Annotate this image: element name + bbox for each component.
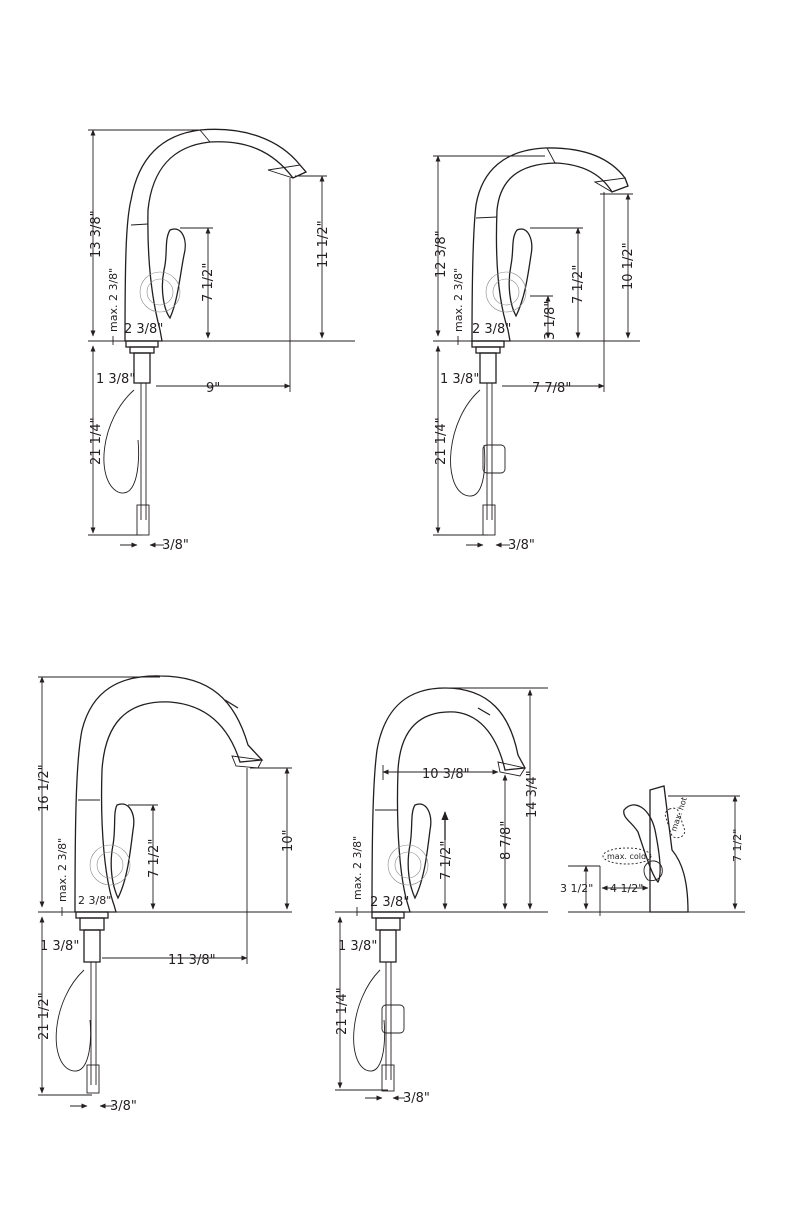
- dim-handle-clearance: max. 2 3/8": [452, 268, 465, 332]
- dim-lever-reach: 4 1/2": [610, 882, 643, 895]
- dim-handle-clearance: max. 2 3/8": [56, 838, 69, 902]
- dim-spout-height: 10 1/2": [621, 242, 636, 290]
- dim-height-total: 14 3/4": [525, 770, 540, 818]
- dim-height-total: 12 3/8": [434, 230, 449, 278]
- dim-supply-diameter: 3/8": [162, 538, 189, 553]
- dim-base-diameter: 2 3/8": [124, 322, 163, 337]
- dim-lever-height: 3 1/2": [560, 882, 593, 895]
- faucet-drawing-top-right: 12 3/8" max. 2 3/8" 10 1/2" 7 1/2" 3 1/8…: [433, 147, 640, 553]
- dim-handle-height: 7 1/2": [571, 265, 586, 304]
- dim-supply-diameter: 3/8": [508, 538, 535, 553]
- faucet-drawing-top-left: 13 3/8" max. 2 3/8" 11 1/2" 7 1/2" 2 3/8…: [88, 128, 355, 553]
- handle-detail-bottom-right: max. cold max. hot 7 1/2" 3 1/2" 4 1/2": [560, 785, 745, 916]
- dim-spout-height: 11 1/2": [316, 220, 331, 268]
- dim-hose-length: 21 1/4": [335, 987, 350, 1035]
- dim-handle-height: 7 1/2": [201, 263, 216, 302]
- dim-shank-width: 1 3/8": [40, 939, 79, 954]
- dim-shank-width: 1 3/8": [338, 939, 377, 954]
- dim-shank-width: 1 3/8": [440, 372, 479, 387]
- dim-hose-length: 21 1/4": [89, 417, 104, 465]
- label-max-hot: max. hot: [669, 796, 689, 833]
- dim-reach: 9": [206, 381, 220, 396]
- dim-reach: 10 3/8": [422, 767, 470, 782]
- dim-lever-height: 3 1/8": [543, 301, 558, 340]
- dim-handle-height: 7 1/2": [439, 841, 454, 880]
- dim-base-diameter: 2 3/8": [370, 895, 409, 910]
- dim-supply-diameter: 3/8": [110, 1099, 137, 1114]
- label-max-cold: max. cold: [607, 852, 646, 861]
- dim-handle-detail-height: 7 1/2": [731, 829, 744, 862]
- dim-shank-width: 1 3/8": [96, 372, 135, 387]
- dim-base-diameter: 2 3/8": [78, 894, 111, 907]
- dim-base-diameter: 2 3/8": [472, 322, 511, 337]
- dim-handle-height: 7 1/2": [147, 839, 162, 878]
- dim-hose-length: 21 1/4": [434, 417, 449, 465]
- dim-hose-length: 21 1/2": [37, 992, 52, 1040]
- dim-height-total: 16 1/2": [37, 764, 52, 812]
- dim-height-total: 13 3/8": [89, 210, 104, 258]
- faucet-drawing-bottom-middle: 14 3/4" max. 2 3/8" 8 7/8" 7 1/2" 10 3/8…: [335, 687, 548, 1106]
- dim-supply-diameter: 3/8": [403, 1091, 430, 1106]
- faucet-drawing-bottom-left: 16 1/2" max. 2 3/8" 10" 7 1/2" 2 3/8" 1 …: [37, 675, 296, 1114]
- dim-reach: 7 7/8": [532, 381, 571, 396]
- dim-spout-height: 10": [281, 829, 296, 852]
- dim-spout-height: 8 7/8": [499, 821, 514, 860]
- dim-handle-clearance: max. 2 3/8": [107, 268, 120, 332]
- dim-handle-clearance: max. 2 3/8": [351, 836, 364, 900]
- dim-reach: 11 3/8": [168, 953, 216, 968]
